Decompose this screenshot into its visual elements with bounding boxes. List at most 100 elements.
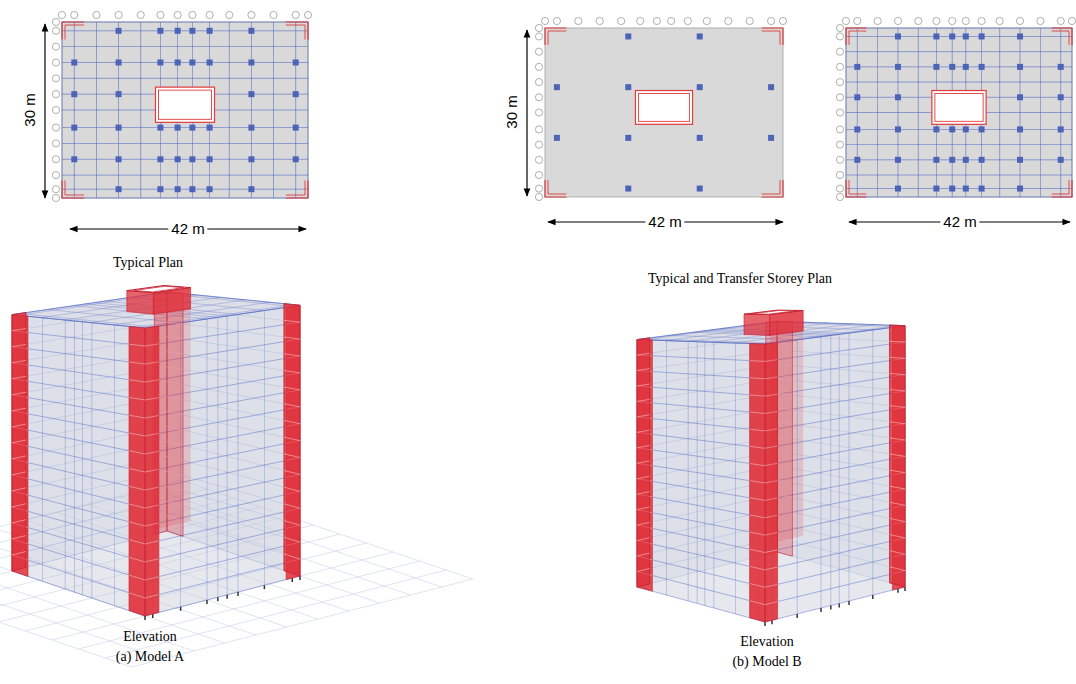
wall-floor-line	[129, 522, 145, 526]
wall-floor-line	[12, 424, 26, 427]
column-line	[849, 333, 850, 601]
shear-wall	[65, 180, 84, 195]
wall-floor-line	[765, 550, 778, 553]
column	[768, 84, 774, 90]
wall-floor-line	[284, 487, 300, 491]
wall-floor-line	[750, 601, 765, 605]
column	[189, 28, 195, 34]
column	[157, 59, 163, 65]
column-line	[65, 320, 66, 589]
wall-floor-line	[890, 357, 905, 359]
grid-bubble	[703, 17, 710, 24]
slab	[846, 28, 1072, 197]
shear-wall	[284, 304, 300, 576]
grid-line	[62, 127, 308, 128]
wall-floor-line	[284, 437, 300, 440]
grid-bubble	[58, 11, 65, 18]
grid-bubble	[226, 11, 233, 18]
grid-bubble	[535, 78, 542, 85]
roof-grid	[12, 315, 145, 328]
wall-floor-line	[750, 498, 765, 501]
wall-floor-line	[129, 397, 145, 400]
core-wall	[127, 291, 154, 315]
column	[697, 33, 703, 39]
column	[293, 156, 299, 162]
column	[207, 59, 213, 65]
column	[625, 84, 631, 90]
wall-floor-line	[129, 362, 145, 364]
grid-bubble	[949, 17, 956, 24]
wall-floor-line	[750, 377, 765, 379]
column	[895, 64, 901, 70]
column-line	[735, 343, 736, 614]
column	[157, 125, 163, 131]
column	[207, 156, 213, 162]
grid-bubble	[535, 63, 542, 70]
column-line	[839, 334, 840, 603]
model-caption: (b) Model B	[732, 654, 801, 670]
column	[175, 156, 181, 162]
grid-bubble	[52, 186, 59, 193]
wall-floor-line	[284, 537, 300, 542]
dimension-arrow	[526, 30, 527, 196]
grid-bubble	[52, 27, 59, 34]
shear-wall	[62, 22, 84, 40]
wall-floor-line	[750, 446, 765, 448]
wall-floor-line	[750, 566, 765, 570]
grid-bubble	[270, 11, 277, 18]
wall-floor-line	[765, 584, 778, 587]
support	[764, 622, 766, 626]
core-wall	[770, 331, 804, 543]
column	[949, 64, 955, 70]
wall-floor-line	[890, 518, 905, 521]
model-caption: (a) Model A	[116, 649, 184, 665]
column	[963, 157, 969, 163]
wall-floor-line	[637, 507, 650, 510]
column	[293, 125, 299, 131]
wall-floor-line	[637, 369, 650, 371]
column	[248, 125, 254, 131]
column	[949, 186, 955, 192]
grid-bubble	[535, 185, 542, 192]
grid-bubble	[52, 124, 59, 131]
grid-bubble	[52, 106, 59, 113]
dimension-label: 42 m	[168, 220, 207, 237]
wall-floor-line	[284, 370, 300, 373]
dimension-label: 42 m	[645, 213, 684, 230]
column	[979, 126, 985, 132]
grid-bubble	[137, 11, 144, 18]
shear-wall	[750, 344, 765, 623]
wall-floor-line	[750, 549, 765, 552]
column	[895, 33, 901, 39]
column-line	[238, 314, 239, 592]
shear-wall	[762, 31, 780, 45]
grid-bubble	[836, 63, 843, 70]
grid-line	[846, 82, 1072, 83]
grid-line	[62, 143, 308, 144]
wall-floor-line	[637, 568, 650, 571]
column	[895, 126, 901, 132]
grid-bubble	[575, 17, 582, 24]
wall-floor-line	[890, 454, 905, 456]
slab	[62, 22, 308, 198]
grid-bubble	[248, 11, 255, 18]
wall-floor-line	[129, 540, 145, 544]
wall-floor-line	[129, 575, 145, 580]
shear-wall	[62, 180, 84, 198]
wall-floor-line	[890, 486, 905, 489]
column	[895, 157, 901, 163]
grid-line	[846, 28, 1072, 29]
support	[796, 614, 798, 618]
shear-wall	[545, 28, 566, 45]
column	[963, 126, 969, 132]
column	[71, 125, 77, 131]
core-wall	[155, 87, 214, 122]
wall-floor-line	[750, 429, 765, 431]
grid-line	[62, 62, 308, 63]
support	[152, 614, 154, 618]
dimension-arrow	[44, 24, 45, 198]
grid-line	[846, 36, 1072, 37]
wall-floor-line	[890, 406, 905, 408]
wall-floor-line	[750, 532, 765, 535]
grid-bubble	[52, 194, 59, 201]
